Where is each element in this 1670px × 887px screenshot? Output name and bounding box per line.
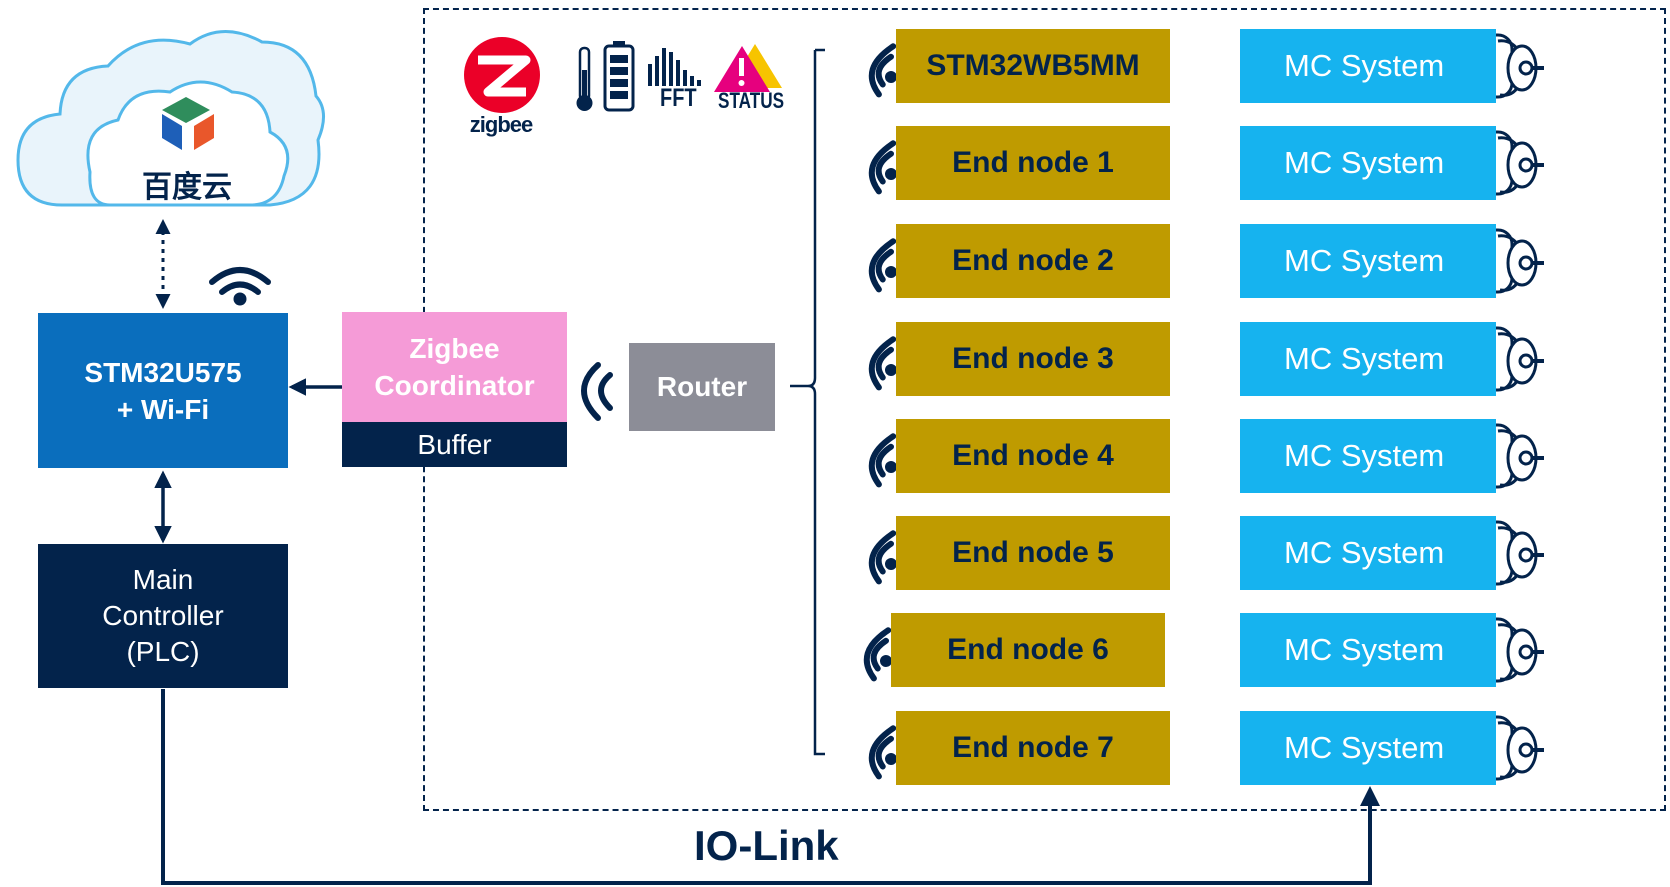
coordinator-line-2: Coordinator [374,370,535,401]
wifi-icon [209,267,271,306]
cloud-label: 百度云 [142,170,232,205]
node-signal-icon [868,336,897,391]
fft-spectrum-icon [648,48,701,86]
stm32wb5mm-node: STM32WB5MM [896,29,1170,103]
end-node-4: End node 4 [896,419,1170,493]
mc-system-2: MC System [1240,224,1496,298]
end-node-2: End node 2 [896,224,1170,298]
coordinator-buffer: Buffer [342,422,567,467]
warning-icon [714,44,782,92]
plc-line-2: Controller [102,600,224,631]
mc-system-5: MC System [1240,516,1496,590]
end-node-5: End node 5 [896,516,1170,590]
zigbee-coordinator: Zigbee Coordinator [342,312,567,422]
io-link-label: IO-Link [694,822,839,869]
end-node-1: End node 1 [896,126,1170,200]
battery-icon [603,41,635,112]
node-bracket [790,48,825,756]
mc-system-3: MC System [1240,322,1496,396]
io-link-line [161,689,1380,885]
router: Router [629,343,775,431]
mc-system-1: MC System [1240,126,1496,200]
controller-subtitle: + Wi-Fi [116,393,210,425]
end-node-3: End node 3 [896,322,1170,396]
node-signal-icon [868,238,897,293]
zigbee-logo-text: zigbee [469,112,533,137]
plc-line-3: (PLC) [126,636,200,667]
controller-title: STM32U575 [84,356,242,388]
stm32u575-controller: STM32U575 + Wi-Fi [38,313,288,468]
node-signal-icon [868,43,897,98]
router-signal-icon [581,362,613,421]
fft-label: FFT [660,84,697,112]
end-node-7: End node 7 [896,711,1170,785]
node-signal-icon [863,627,892,682]
thermometer-icon [576,46,593,111]
end-node-6: End node 6 [891,613,1165,687]
mc-system-7: MC System [1240,711,1496,785]
cloud-icon [16,30,325,207]
mc-system-4: MC System [1240,419,1496,493]
baidu-cloud-logo [162,97,214,150]
mc-system-6: MC System [1240,613,1496,687]
main-controller-plc: Main Controller (PLC) [38,544,288,688]
coordinator-line-1: Zigbee [409,333,500,364]
node-signal-icon [868,530,897,585]
node-signal-icon [868,725,897,780]
node-signal-icon [868,433,897,488]
node-signal-icon [868,140,897,195]
status-label: STATUS [718,88,785,113]
mc-system-0: MC System [1240,29,1496,103]
plc-line-1: Main [132,564,194,595]
zigbee-logo [464,37,540,113]
